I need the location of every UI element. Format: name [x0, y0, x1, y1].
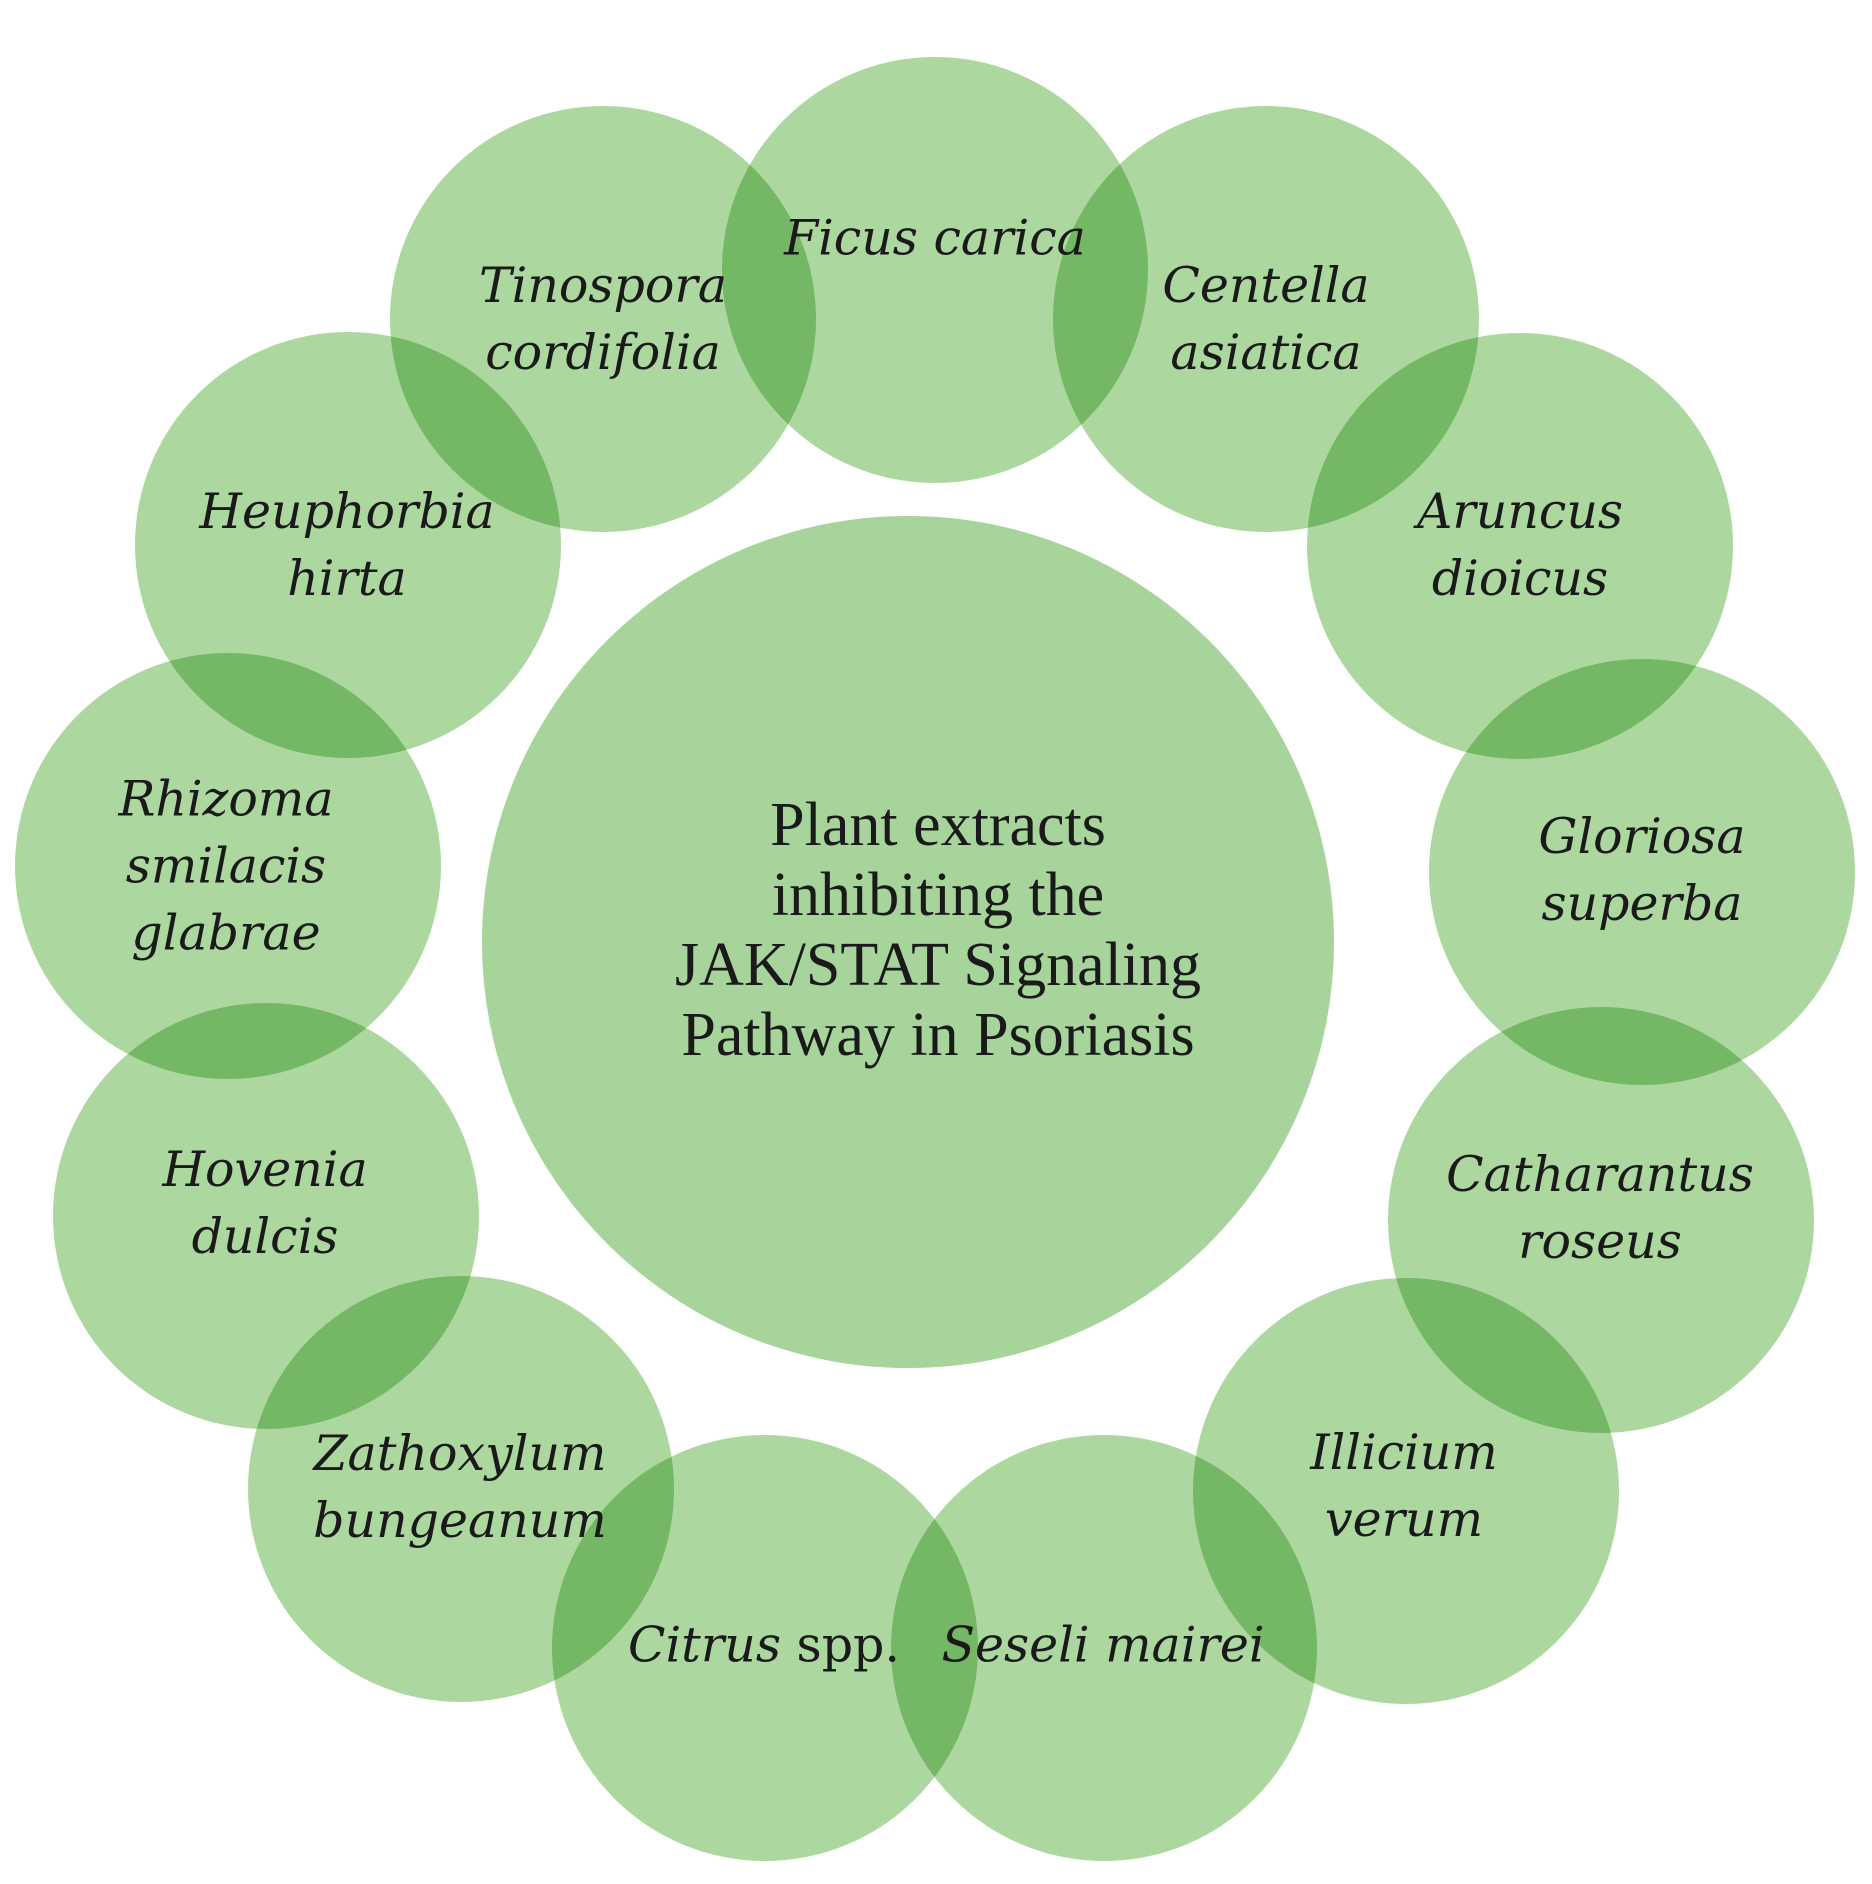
- plant-label-seseli-mairei: Seseli mairei: [941, 1612, 1264, 1679]
- plant-label-catharantus-roseus: Catharantus roseus: [1446, 1141, 1754, 1275]
- plant-label-line: bungeanum: [313, 1492, 607, 1549]
- plant-label-line: Tinospora: [478, 257, 728, 314]
- plant-label-line: Citrus spp.: [628, 1612, 900, 1679]
- plant-label-line: superba: [1541, 875, 1743, 932]
- plant-genus: Citrus: [627, 1616, 781, 1674]
- plant-label-line: smilacis: [125, 837, 327, 895]
- plant-label-ficus-carica: Ficus carica: [784, 205, 1086, 272]
- center-title: Plant extracts inhibiting the JAK/STAT S…: [675, 790, 1201, 1070]
- plant-label-line: Catharantus: [1446, 1146, 1754, 1203]
- center-bubble: [482, 516, 1334, 1368]
- plant-label-line: glabrae: [131, 904, 321, 962]
- plant-label-illicium-verum: Illicium verum: [1310, 1419, 1498, 1553]
- plant-label-line: hirta: [287, 550, 407, 607]
- plant-label-line: dulcis: [191, 1208, 339, 1265]
- plant-label-line: Heuphorbia: [199, 483, 495, 540]
- plant-bubble-tinospora-cordifolia: [390, 106, 816, 532]
- plant-label-centella-asiatica: Centella asiatica: [1162, 252, 1369, 386]
- plant-label-line: asiatica: [1170, 324, 1362, 381]
- plant-label-hovenia-dulcis: Hovenia dulcis: [162, 1136, 367, 1270]
- center-title-line: JAK/STAT Signaling: [674, 931, 1202, 999]
- center-title-line: Pathway in Psoriasis: [681, 1001, 1195, 1069]
- plant-label-line: roseus: [1518, 1213, 1682, 1270]
- plant-label-line: Rhizoma: [118, 770, 334, 828]
- plant-label-line: Centella: [1162, 257, 1370, 314]
- plant-label-line: Illicium: [1310, 1424, 1498, 1481]
- plant-label-line: Gloriosa: [1538, 808, 1746, 865]
- plant-label-line: cordifolia: [485, 324, 721, 381]
- plant-label-gloriosa-superba: Gloriosa superba: [1538, 803, 1745, 937]
- plant-label-tinospora-cordifolia: Tinospora cordifolia: [479, 252, 727, 386]
- plant-label-citrus-spp: Citrus spp.: [628, 1612, 900, 1679]
- center-title-line: Plant extracts: [770, 791, 1106, 859]
- plant-label-line: verum: [1324, 1491, 1484, 1548]
- plant-label-line: Ficus carica: [784, 209, 1086, 267]
- plant-label-line: Seseli mairei: [941, 1616, 1265, 1674]
- plant-label-line: Zathoxylum: [313, 1425, 607, 1482]
- plant-label-zathoxylum-bungeanum: Zathoxylum bungeanum: [313, 1420, 607, 1554]
- plant-label-rhizoma-smilacis-glabrae: Rhizoma smilacis glabrae: [118, 766, 333, 967]
- plant-label-line: Hovenia: [162, 1141, 368, 1198]
- center-title-line: inhibiting the: [771, 861, 1105, 929]
- plant-label-line: Aruncus: [1416, 483, 1624, 540]
- plant-suffix: spp.: [796, 1616, 901, 1674]
- plant-label-line: dioicus: [1431, 550, 1609, 607]
- plant-label-heuphorbia-hirta: Heuphorbia hirta: [199, 478, 494, 612]
- plant-label-aruncus-dioicus: Aruncus dioicus: [1417, 478, 1623, 612]
